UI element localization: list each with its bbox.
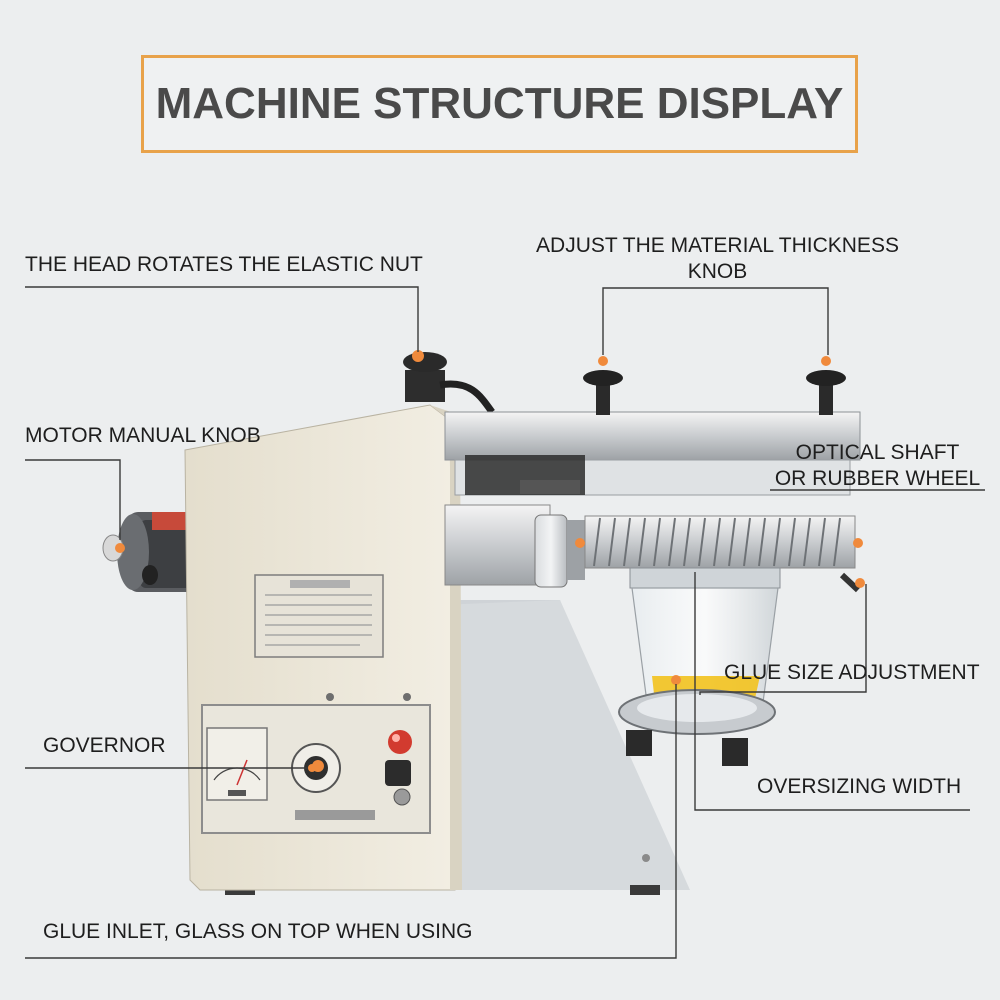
- label-glue-inlet: GLUE INLET, GLASS ON TOP WHEN USING: [43, 920, 473, 943]
- callout-dots: [115, 543, 316, 772]
- top-beam: [444, 411, 861, 496]
- label-thickness-knob-line1: ADJUST THE MATERIAL THICKNESS: [536, 234, 899, 257]
- label-glue-size: GLUE SIZE ADJUSTMENT: [724, 661, 980, 684]
- label-oversizing-width: OVERSIZING WIDTH: [757, 775, 962, 798]
- label-optical-shaft: OPTICAL SHAFT OR RUBBER WHEEL: [765, 440, 990, 492]
- label-thickness-knob-line2: KNOB: [687, 260, 748, 283]
- motor: [102, 512, 218, 592]
- thickness-knobs: [583, 356, 846, 415]
- label-head-nut: THE HEAD ROTATES THE ELASTIC NUT: [25, 253, 423, 276]
- page-title: MACHINE STRUCTURE DISPLAY: [155, 79, 844, 128]
- roller-assembly: [444, 504, 865, 593]
- main-housing: [184, 404, 462, 891]
- glue-tank: [618, 567, 781, 766]
- label-motor-knob: MOTOR MANUAL KNOB: [25, 424, 261, 447]
- label-optical-shaft-line2: OR RUBBER WHEEL: [774, 467, 981, 490]
- head-nut: [403, 350, 495, 415]
- label-optical-shaft-line1: OPTICAL SHAFT: [795, 441, 960, 464]
- label-governor: GOVERNOR: [43, 734, 166, 757]
- label-thickness-knob: ADJUST THE MATERIAL THICKNESS KNOB: [520, 233, 915, 285]
- title-box: MACHINE STRUCTURE DISPLAY: [141, 55, 858, 153]
- callout-lines: [25, 286, 985, 959]
